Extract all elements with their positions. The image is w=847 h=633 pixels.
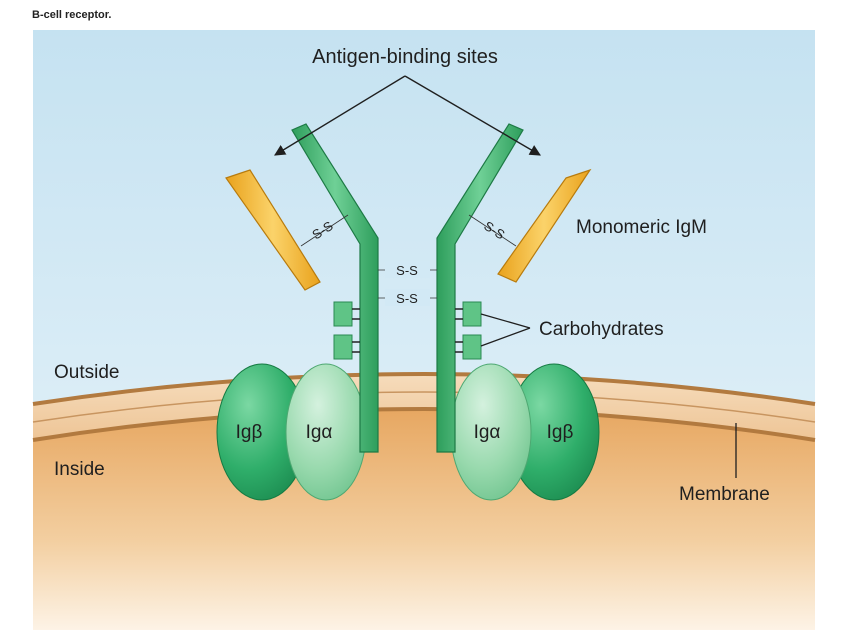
carbohydrate-left-lower [333, 334, 353, 360]
membrane-label: Membrane [679, 484, 770, 505]
carbohydrates-label: Carbohydrates [539, 319, 664, 340]
ss-bridge-line [468, 214, 517, 247]
light-chain-left [225, 169, 321, 291]
membrane-inner-line [32, 407, 816, 442]
ig-beta-left-label: Igβ [236, 422, 263, 443]
carbohydrates-pointer [480, 327, 531, 347]
inside-region [33, 409, 815, 630]
ig-alpha-left-label: Igα [306, 422, 333, 443]
inside-label: Inside [54, 459, 105, 480]
carbohydrates-pointer [480, 313, 531, 329]
figure-caption: B-cell receptor. [32, 9, 112, 21]
arrow-antigen-left [274, 75, 406, 156]
ig-beta-right-label: Igβ [547, 422, 574, 443]
ss-bridge-line [300, 214, 349, 247]
carbohydrate-left-upper [333, 301, 353, 327]
membrane-outer-line [32, 372, 816, 406]
antigen-binding-sites-label: Antigen-binding sites [312, 46, 498, 68]
carbohydrate-right-lower [462, 334, 482, 360]
outside-label: Outside [54, 362, 119, 383]
disulfide-bond-hinge-lower: S-S [396, 291, 418, 306]
arrow-antigen-right [404, 75, 541, 156]
heavy-chain-right [436, 123, 524, 453]
carbohydrate-right-upper [462, 301, 482, 327]
monomeric-igm-label: Monomeric IgM [576, 217, 707, 238]
carbohydrate-connectors [352, 308, 463, 353]
disulfide-bond-hinge-upper: S-S [396, 263, 418, 278]
light-chain-right [497, 168, 592, 283]
membrane-mid-line [32, 391, 816, 423]
ig-alpha-right-label: Igα [474, 422, 501, 443]
heavy-chain-left [291, 123, 379, 453]
